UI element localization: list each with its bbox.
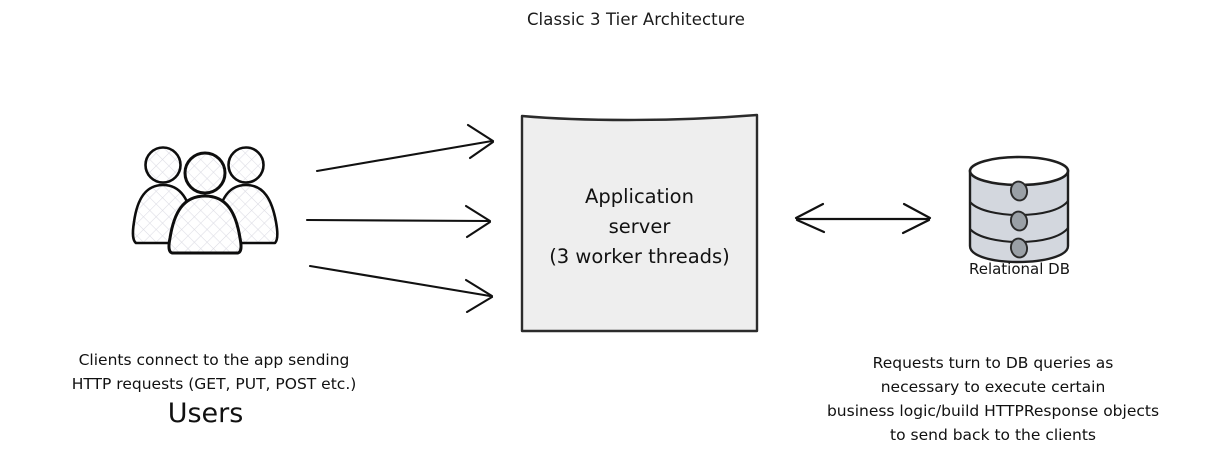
application-server-label: Application server (3 worker threads) [519, 182, 760, 272]
client-caption: Clients connect to the app sending HTTP … [12, 348, 416, 396]
database-caption-line-4: to send back to the clients [890, 426, 1096, 444]
database-tier-group: Relational DB [948, 152, 1093, 287]
diagram-title: Classic 3 Tier Architecture [526, 10, 746, 29]
app-server-line-2: server [608, 215, 671, 238]
application-server-box [520, 113, 759, 333]
database-caption-line-1: Requests turn to DB queries as [872, 354, 1114, 372]
client-caption-line-1: Clients connect to the app sending [78, 351, 350, 369]
client-caption-line-2: HTTP requests (GET, PUT, POST etc.) [71, 375, 357, 393]
http-request-arrows [305, 123, 495, 313]
db-query-arrow [794, 202, 932, 235]
users-group-icon [131, 146, 279, 255]
database-caption-line-3: business logic/build HTTPResponse object… [826, 402, 1160, 420]
database-caption: Requests turn to DB queries as necessary… [766, 351, 1220, 447]
database-cylinder-icon [968, 155, 1070, 264]
app-server-line-3: (3 worker threads) [549, 245, 730, 268]
users-label: Users [167, 398, 244, 429]
database-label: Relational DB [968, 260, 1071, 278]
client-tier-group: Users [118, 140, 293, 429]
app-server-line-1: Application [585, 185, 694, 208]
database-caption-line-2: necessary to execute certain [880, 378, 1106, 396]
